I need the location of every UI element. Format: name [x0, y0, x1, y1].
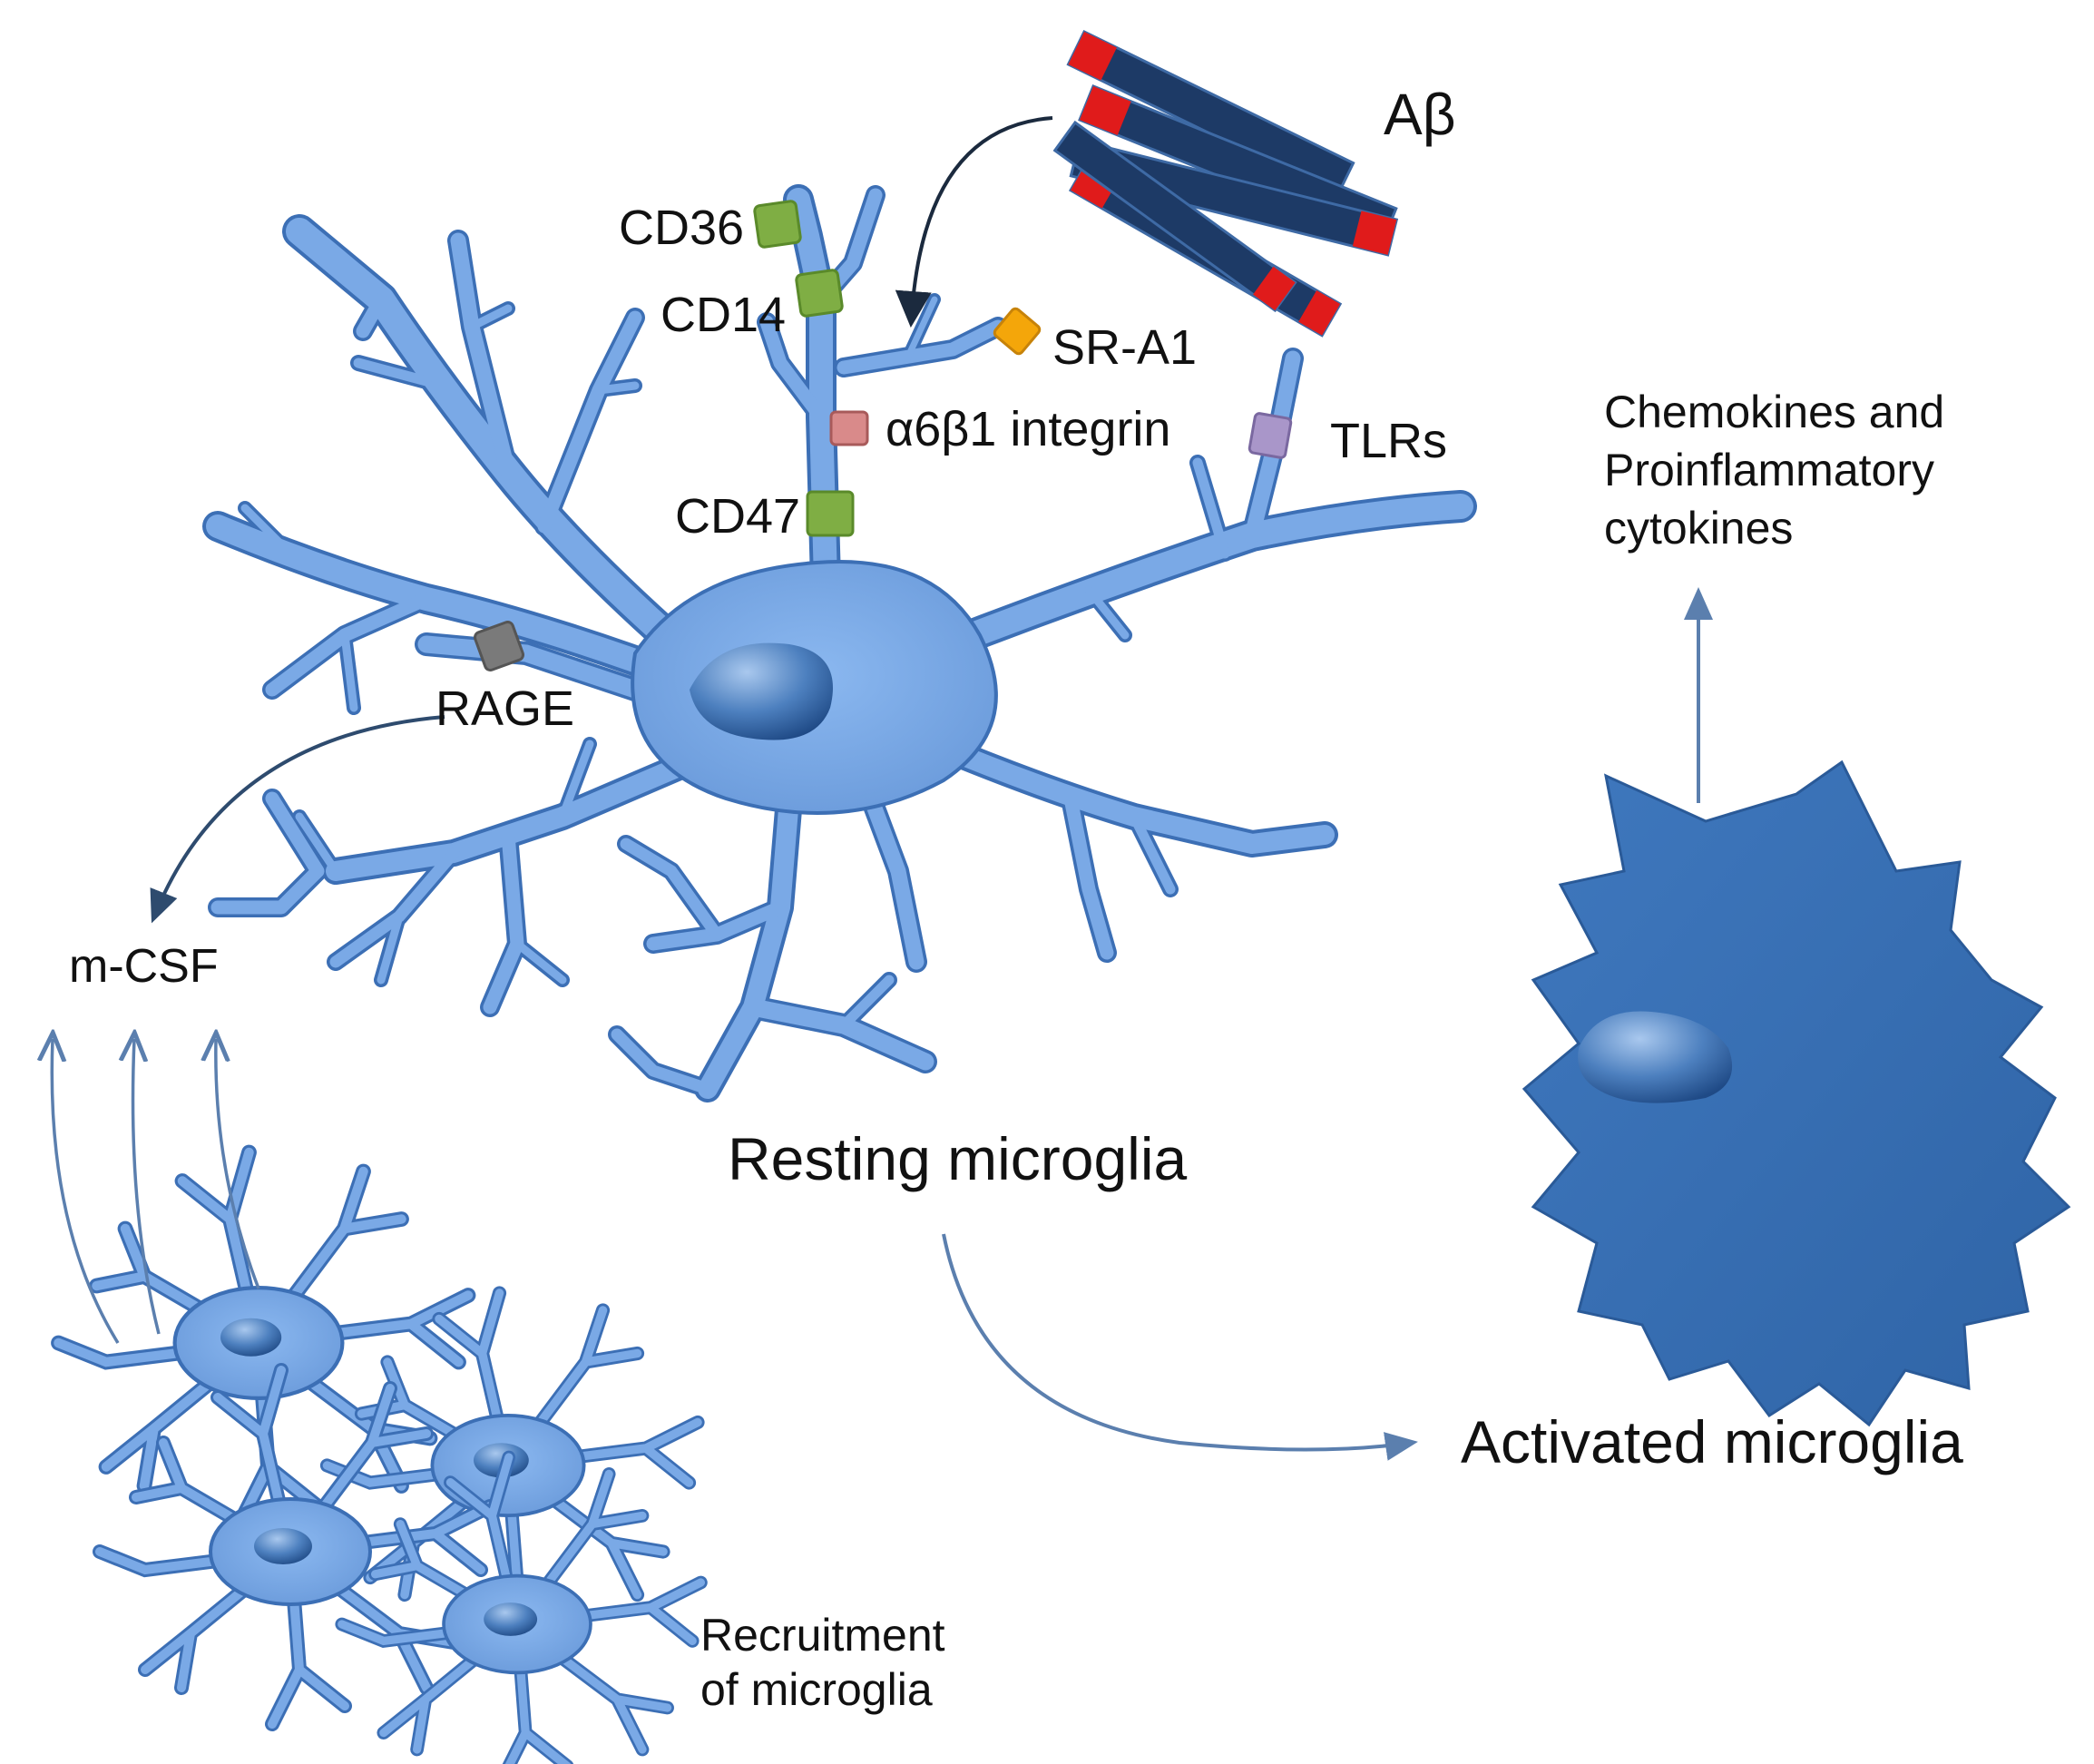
- integrin-label: α6β1 integrin: [886, 402, 1171, 456]
- rage-mcsf-arrow: [150, 715, 445, 924]
- recruitment-label: Recruitment of microglia: [700, 1610, 945, 1715]
- recruitment-arrows: [52, 1039, 260, 1344]
- activation-arrow: [942, 1233, 1418, 1461]
- activated-nucleus: [1578, 1011, 1733, 1103]
- receptor-sra1-icon: [993, 307, 1042, 356]
- activated-microglia-cell: [1522, 760, 2071, 1427]
- cd47-label: CD47: [675, 489, 801, 544]
- resting-nucleus: [690, 642, 833, 740]
- activated-microglia-label: Activated microglia: [1461, 1408, 1963, 1475]
- receptor-integrin-icon: [829, 410, 869, 446]
- resting-microglia-cell: [202, 184, 1477, 1102]
- rage-label: RAGE: [435, 681, 575, 736]
- resting-microglia-label: Resting microglia: [728, 1125, 1188, 1192]
- receptor-cd14-icon: [795, 269, 844, 318]
- receptor-tlrs-icon: [1248, 412, 1293, 459]
- recruited-microglia-cluster: [59, 1152, 701, 1764]
- mcsf-label: m-CSF: [69, 940, 219, 993]
- abeta-fibril-icon: [1052, 29, 1399, 338]
- receptor-cd36-icon: [753, 200, 802, 249]
- chemokines-label: Chemokines and Proinflammatory cytokines: [1604, 387, 1945, 554]
- sra1-label: SR-A1: [1052, 320, 1198, 375]
- cd14-label: CD14: [660, 288, 787, 342]
- abeta-label: Aβ: [1384, 82, 1456, 147]
- receptor-rage-icon: [473, 620, 525, 672]
- tlrs-label: TLRs: [1330, 414, 1448, 468]
- receptor-cd47-icon: [806, 490, 855, 537]
- cd36-label: CD36: [619, 201, 745, 255]
- abeta-binding-arrow: [895, 116, 1053, 328]
